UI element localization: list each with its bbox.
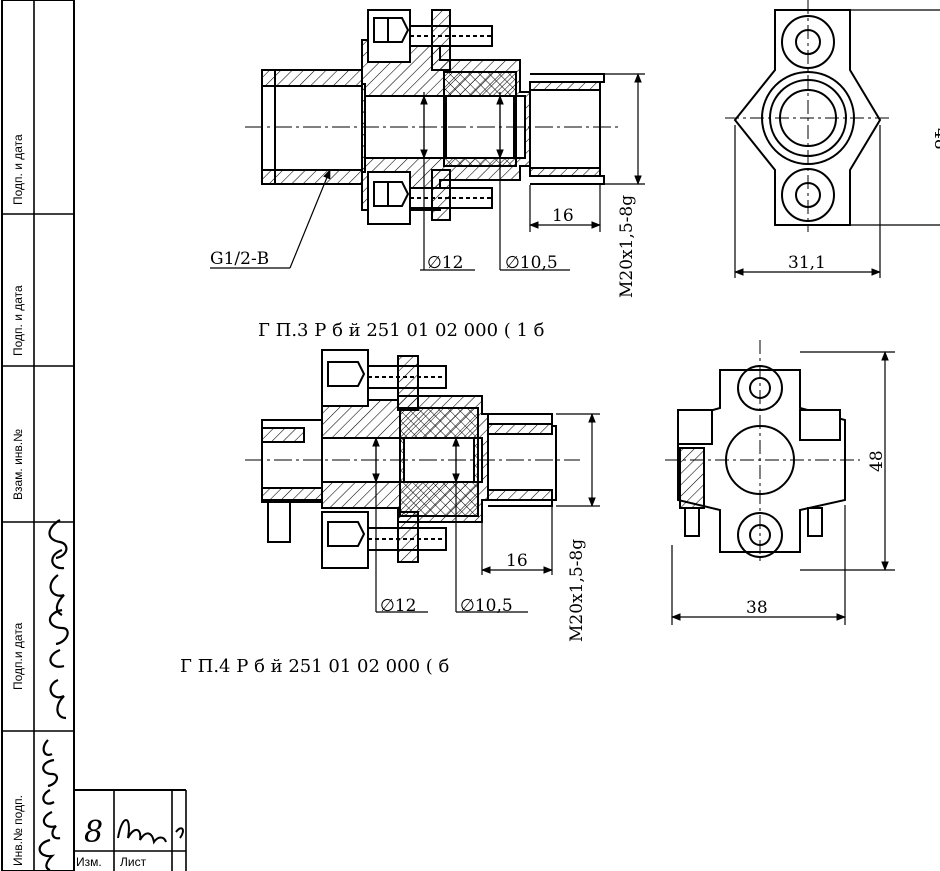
dia-small-top: ∅10,5 xyxy=(505,253,558,273)
caption-top: Г П.3 Р б й 251 01 02 000 ( 1 б xyxy=(258,320,545,341)
stamp-field-sign-date-1: Подп. и дата xyxy=(11,134,25,205)
dia-large-top: ∅12 xyxy=(427,253,463,273)
thread-label-top: G1/2-B xyxy=(210,249,269,269)
stamp-field-sign-date-3: Подп.и дата xyxy=(11,622,25,690)
dia-large-bottom: ∅12 xyxy=(380,596,416,616)
stamp-field-inv-number: Инв.№ подп. xyxy=(11,795,25,866)
stamp-field-sign-date-2: Подп. и дата xyxy=(11,285,25,356)
stamp-list-label: Лист xyxy=(120,855,147,869)
length-bottom: 16 xyxy=(506,551,528,571)
stamp-handwritten-number: 8 xyxy=(84,815,103,850)
handwritten-signature xyxy=(38,519,69,871)
figure-top-end-view xyxy=(725,0,940,278)
figure-bottom-section xyxy=(245,349,600,613)
thread-spec-top: M20x1,5-8g xyxy=(617,195,637,298)
height-bottom: 48 xyxy=(867,450,887,472)
stamp-izm-label: Изм. xyxy=(76,855,102,869)
caption-bottom: Г П.4 Р б й 251 01 02 000 ( б xyxy=(180,656,449,677)
stamp-field-replace-inv: Взам. инв.№ xyxy=(11,429,25,500)
handwritten-initials xyxy=(117,819,184,845)
length-top: 16 xyxy=(552,206,574,226)
thread-spec-bottom: M20x1,5-8g xyxy=(567,539,587,642)
dia-small-bottom: ∅10,5 xyxy=(460,596,513,616)
width-top: 31,1 xyxy=(788,253,826,273)
height-top: 48 xyxy=(930,128,940,150)
figure-top-section xyxy=(210,9,645,271)
width-bottom: 38 xyxy=(746,598,768,618)
figure-bottom-end-view xyxy=(665,340,895,625)
corner-stamp: Изм. Лист 8 xyxy=(74,789,187,871)
side-stamp: Подп. и дата Подп. и дата Взам. инв.№ По… xyxy=(1,0,75,871)
